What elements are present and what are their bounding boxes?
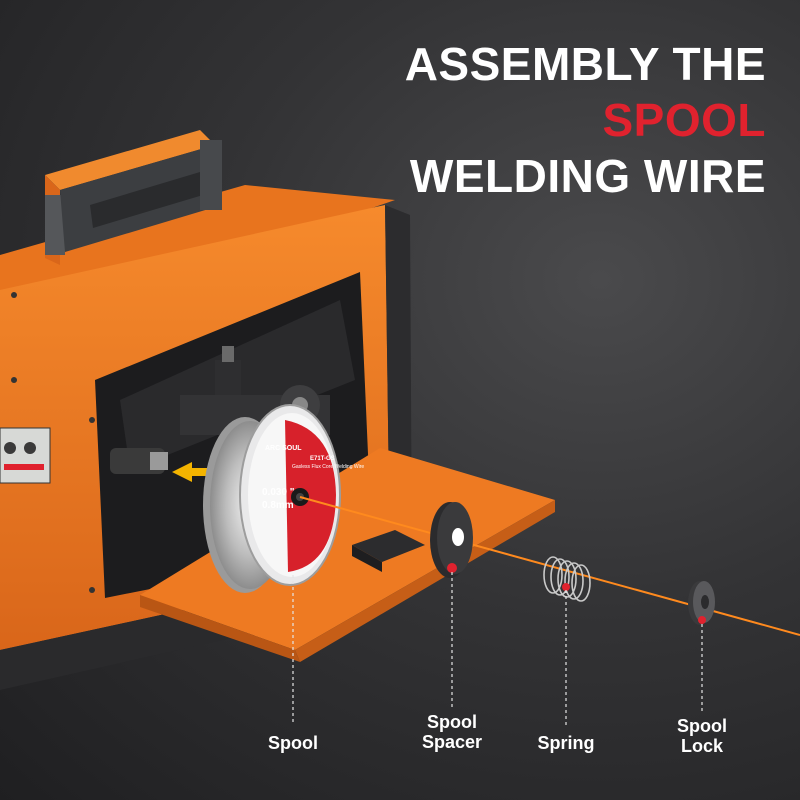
spool-lock-part bbox=[688, 581, 715, 625]
label-spool-spacer: Spool Spacer bbox=[421, 712, 483, 752]
side-door bbox=[140, 448, 555, 662]
label-spring: Spring bbox=[537, 733, 595, 753]
spool-diameter-in: 0.030 " bbox=[262, 487, 295, 498]
headline-line-3: WELDING WIRE bbox=[409, 150, 766, 202]
label-spool-lock: Spool Lock bbox=[677, 716, 727, 756]
headline: ASSEMBLY THE SPOOL WELDING WIRE bbox=[405, 36, 766, 204]
spool-product: Gasless Flux Core Welding Wire bbox=[292, 464, 364, 470]
headline-line-1: ASSEMBLY THE bbox=[404, 38, 766, 90]
spool-code: E71T-GS bbox=[310, 456, 335, 462]
insert-arrow bbox=[172, 462, 210, 482]
spool-spacer-part bbox=[430, 502, 473, 578]
wire-spool bbox=[203, 404, 341, 593]
spool-label-text: ARC SOUL Gasless Flux Core Welding Wire … bbox=[262, 445, 364, 511]
spool-diameter-mm: 0.8mm bbox=[262, 500, 294, 511]
spool-brand: ARC SOUL bbox=[265, 445, 302, 452]
alignment-line bbox=[299, 496, 800, 636]
carry-handle bbox=[45, 130, 222, 265]
spring-part bbox=[543, 556, 591, 602]
label-spool: Spool bbox=[268, 733, 318, 753]
headline-line-2: SPOOL bbox=[602, 94, 766, 146]
leader-lines bbox=[292, 572, 703, 728]
